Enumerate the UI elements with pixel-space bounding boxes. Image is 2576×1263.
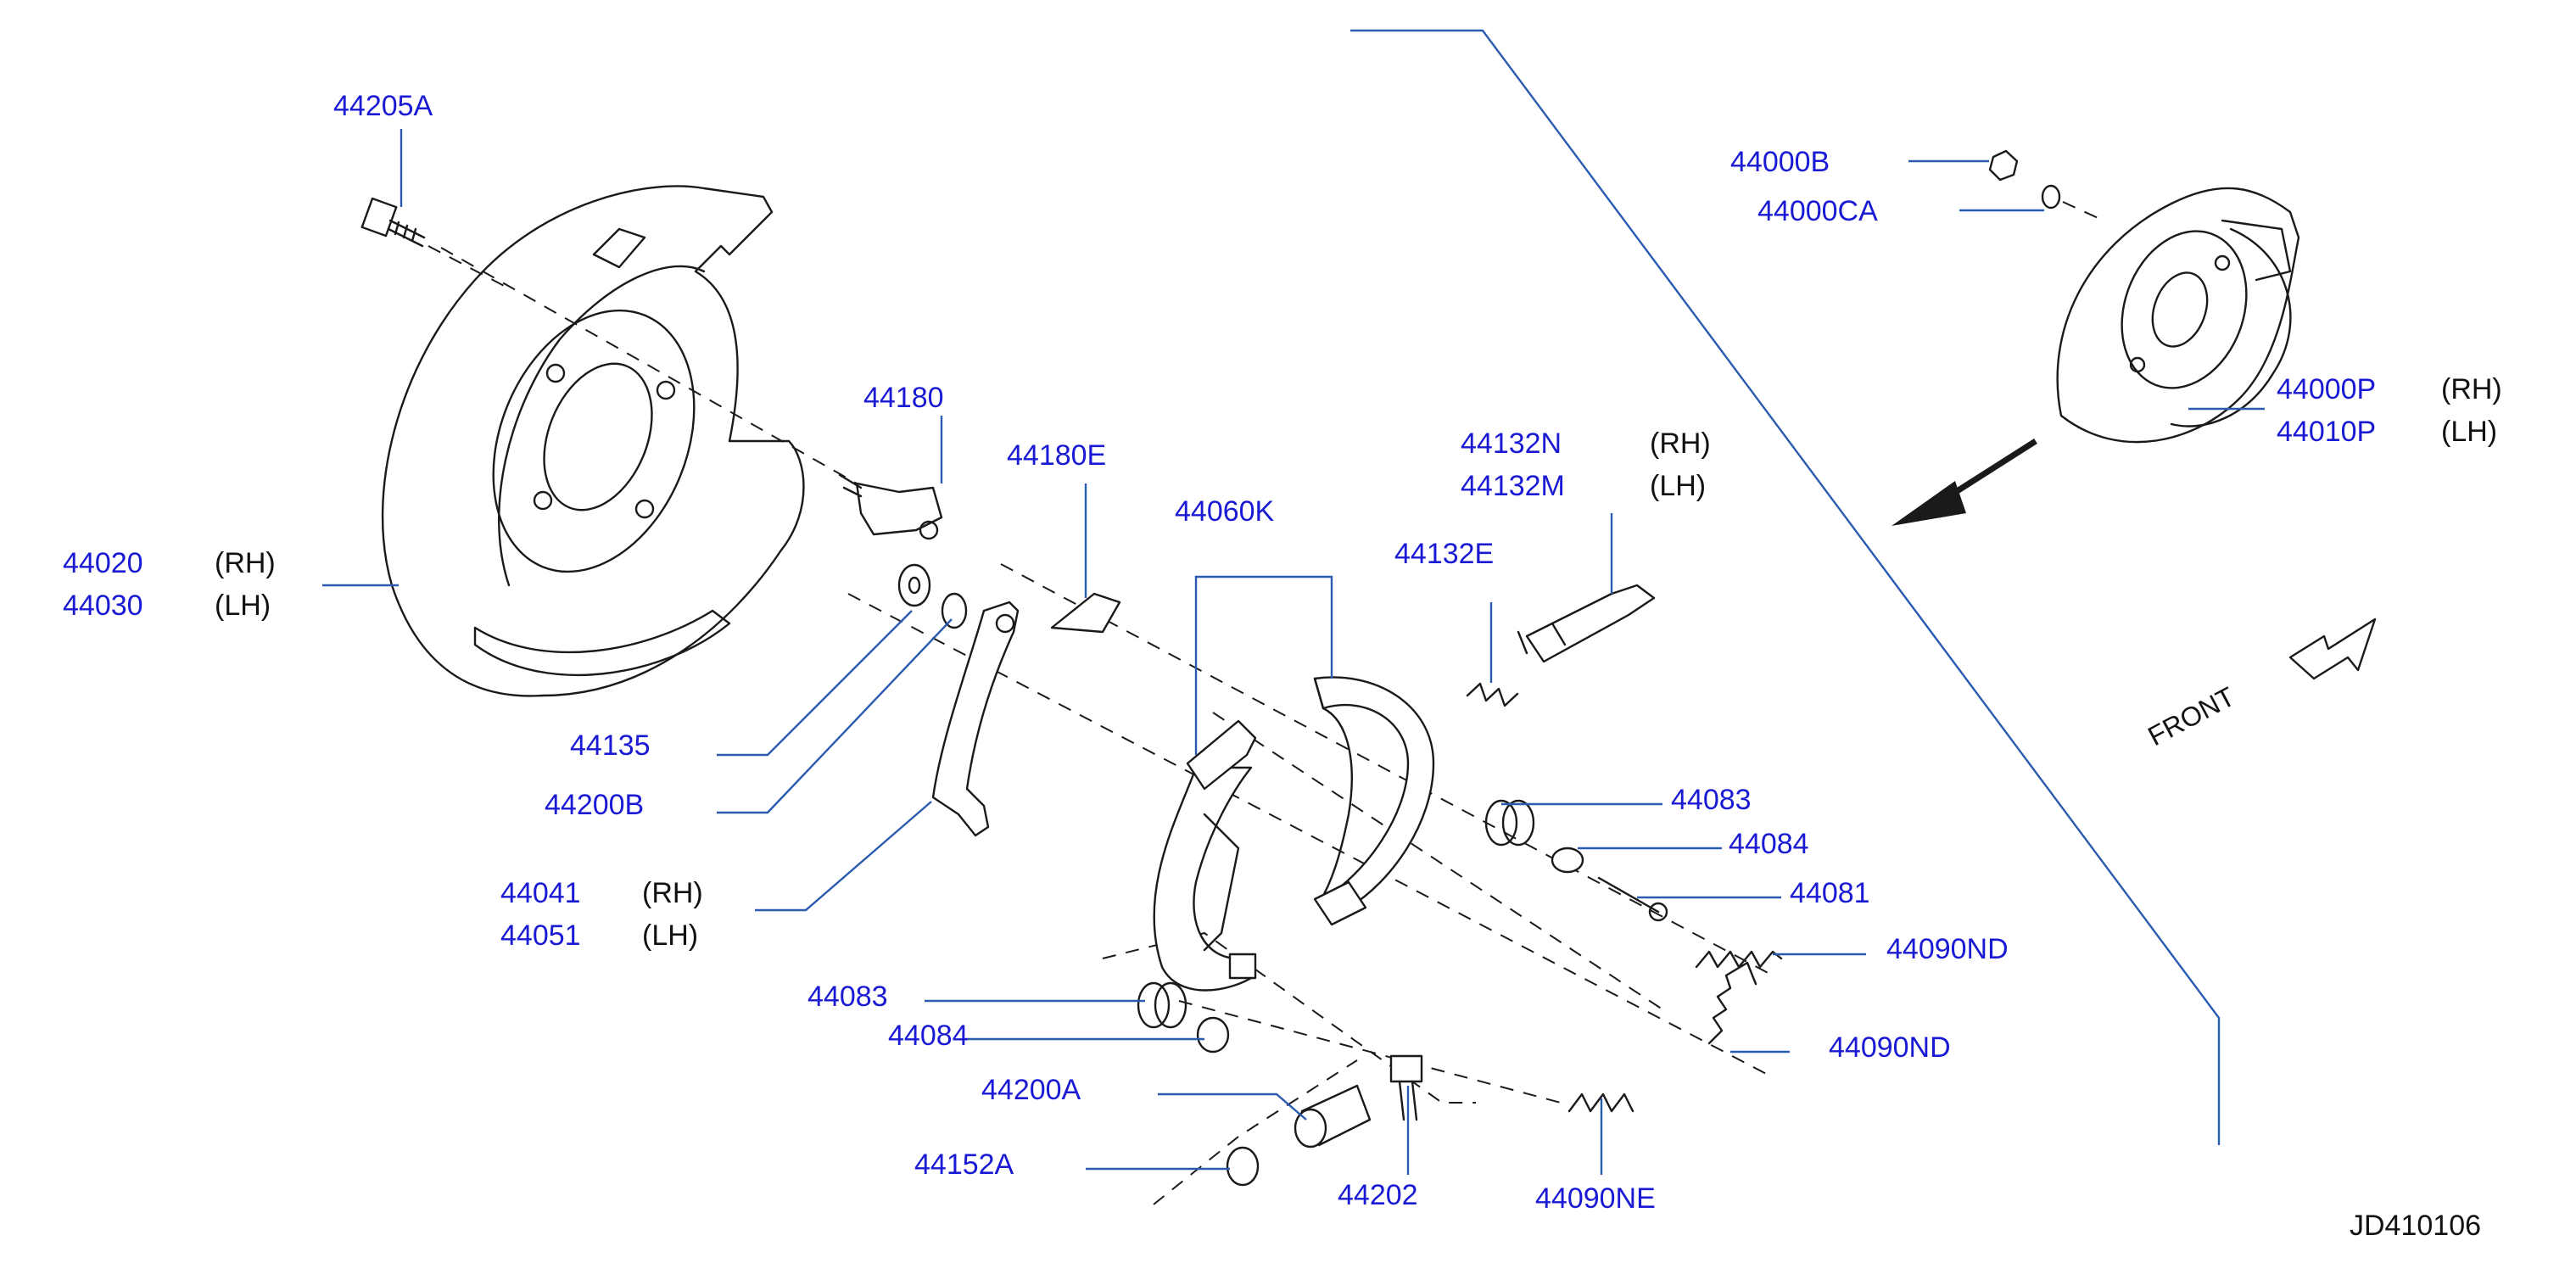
backing-plate-icon xyxy=(381,185,805,697)
brake-shoe-icon xyxy=(1313,676,1435,926)
callout-44083: 44083 xyxy=(807,981,888,1013)
callout-44135: 44135 xyxy=(570,729,651,762)
callout-44081: 44081 xyxy=(1790,877,1870,909)
callout-44090ND: 44090ND xyxy=(1886,933,2009,965)
drawing-id: JD410106 xyxy=(2350,1210,2481,1242)
adjuster-bolt-icon xyxy=(1226,1054,1423,1187)
side-lh: (LH) xyxy=(1650,470,1706,502)
side-rh: (RH) xyxy=(215,547,276,579)
washer-icon xyxy=(897,563,968,629)
front-marker-icon xyxy=(2288,618,2377,680)
callout-44132M: 44132M xyxy=(1461,470,1565,502)
front-label: FRONT xyxy=(2143,681,2239,752)
side-lh: (LH) xyxy=(215,590,271,622)
spring-icon xyxy=(1466,682,1519,707)
side-lh: (LH) xyxy=(642,919,698,952)
callout-44090NE: 44090NE xyxy=(1535,1182,1656,1215)
return-spring-icon xyxy=(1567,950,1783,1113)
callout-44000P: 44000P xyxy=(2277,373,2376,405)
callout-44000CA: 44000CA xyxy=(1757,195,1878,227)
callout-44041: 44041 xyxy=(500,877,581,909)
view-separator-line xyxy=(1350,29,2221,1145)
callout-44060K: 44060K xyxy=(1175,495,1275,528)
callout-44030: 44030 xyxy=(63,590,143,622)
hold-down-spring-icon xyxy=(1484,799,1668,922)
adjuster-icon xyxy=(838,473,943,540)
side-rh: (RH) xyxy=(642,877,703,909)
callout-44132E: 44132E xyxy=(1394,538,1494,570)
callout-44051: 44051 xyxy=(500,919,581,952)
exploded-axis-lines xyxy=(440,247,1774,1205)
bolt-icon xyxy=(360,197,510,289)
callout-44083: 44083 xyxy=(1671,784,1752,816)
callout-44200A: 44200A xyxy=(981,1074,1081,1106)
callout-44152A: 44152A xyxy=(914,1148,1014,1181)
callout-44090ND: 44090ND xyxy=(1829,1031,1951,1064)
callout-44000B: 44000B xyxy=(1730,146,1830,178)
callout-44180E: 44180E xyxy=(1007,439,1106,472)
brake-shoe-icon xyxy=(1153,719,1257,992)
side-rh: (RH) xyxy=(1650,428,1711,460)
callout-44084: 44084 xyxy=(1729,828,1809,860)
callout-44020: 44020 xyxy=(63,547,143,579)
parking-brake-lever-icon xyxy=(931,601,1020,837)
hold-down-spring-icon xyxy=(1137,981,1230,1053)
clip-icon xyxy=(1050,592,1121,634)
callout-44010P: 44010P xyxy=(2277,416,2376,448)
callout-44132N: 44132N xyxy=(1461,428,1562,460)
callout-44205A: 44205A xyxy=(333,90,433,122)
callout-44202: 44202 xyxy=(1338,1179,1418,1211)
parking-brake-assembly-icon xyxy=(1988,149,2300,444)
callout-44084: 44084 xyxy=(888,1020,969,1052)
side-rh: (RH) xyxy=(2441,373,2502,405)
callout-44200B: 44200B xyxy=(545,789,644,821)
strut-icon xyxy=(1517,584,1656,663)
callout-44180: 44180 xyxy=(863,382,944,414)
front-direction-arrow-icon xyxy=(1891,439,2037,526)
leader-lines xyxy=(322,129,2265,1175)
side-lh: (LH) xyxy=(2441,416,2497,448)
